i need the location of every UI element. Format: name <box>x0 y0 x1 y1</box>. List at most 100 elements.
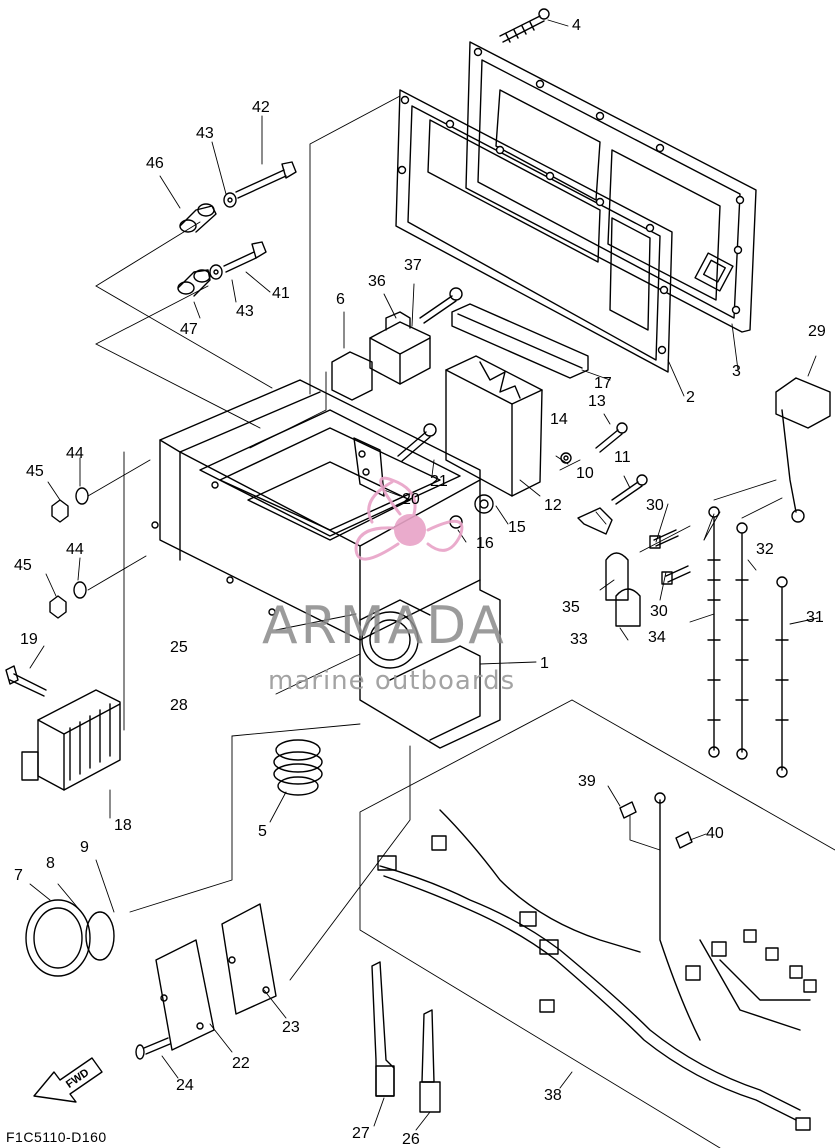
cap-33-35 <box>605 552 641 627</box>
callout-40: 40 <box>706 825 724 842</box>
callout-44: 44 <box>66 445 84 462</box>
battery-cable-29 <box>775 377 831 523</box>
callout-15: 15 <box>508 519 526 536</box>
callout-41: 41 <box>272 285 290 302</box>
callout-11: 11 <box>614 449 631 466</box>
callout-37: 37 <box>404 257 422 274</box>
callout-7: 7 <box>14 867 23 884</box>
rectifier-18 <box>21 689 121 791</box>
band-26 <box>419 1009 441 1113</box>
bolt-19 <box>5 665 47 697</box>
callout-18: 18 <box>114 817 132 834</box>
bolt-42 <box>235 161 297 199</box>
callout-43b: 43 <box>236 303 254 320</box>
leader-lines <box>87 95 835 1148</box>
bracket-part-20 <box>353 437 385 497</box>
callout-9: 9 <box>80 839 89 856</box>
screw-part-37 <box>419 287 463 324</box>
callout-2: 2 <box>686 389 695 406</box>
screw-24 <box>135 1037 171 1060</box>
plate-23 <box>221 903 277 1015</box>
lead-wire-34 <box>707 506 721 758</box>
collar-part-47 <box>177 269 211 297</box>
callout-13: 13 <box>588 393 606 410</box>
nut-45b <box>49 595 67 619</box>
gasket-part <box>395 89 673 373</box>
callout-36: 36 <box>368 273 386 290</box>
callout-33: 33 <box>570 631 588 648</box>
callout-3: 3 <box>732 363 741 380</box>
plate-22 <box>155 939 215 1051</box>
watermark-tagline: marine outboards <box>268 666 516 696</box>
bracket-part-10 <box>577 507 613 535</box>
callout-27: 27 <box>352 1125 370 1142</box>
callout-31: 31 <box>806 609 824 626</box>
cover-part-17 <box>451 303 589 379</box>
band-27 <box>371 961 395 1097</box>
bolt-41 <box>223 241 267 273</box>
wiring-harness-38 <box>377 792 817 1131</box>
diagram-code: F1C5110-D160 <box>6 1129 107 1145</box>
screw-part-4 <box>499 8 550 43</box>
screw-part-11 <box>611 474 648 505</box>
screw-part-13 <box>595 422 628 453</box>
callout-44b: 44 <box>66 541 84 558</box>
callout-35: 35 <box>562 599 580 616</box>
callout-47: 47 <box>180 321 198 338</box>
callout-38: 38 <box>544 1087 562 1104</box>
watermark-propeller-icon <box>354 476 464 561</box>
ecu-module-part <box>445 355 543 497</box>
callout-23: 23 <box>282 1019 300 1036</box>
callout-1: 1 <box>540 655 549 672</box>
callout-20: 20 <box>402 491 420 508</box>
callout-10: 10 <box>576 465 594 482</box>
callout-45: 45 <box>26 463 44 480</box>
callout-32: 32 <box>756 541 774 558</box>
lead-wire-32 <box>735 522 749 760</box>
callout-28: 28 <box>170 697 188 714</box>
callout-12: 12 <box>544 497 562 514</box>
nut-45 <box>51 499 69 523</box>
callout-46: 46 <box>146 155 164 172</box>
watermark-brand: ARMADA <box>262 596 507 656</box>
callout-14: 14 <box>550 411 568 428</box>
callout-17: 17 <box>594 375 612 392</box>
callout-pointers <box>29 19 819 1131</box>
bolt-30 <box>649 529 691 585</box>
callout-6: 6 <box>336 291 345 308</box>
relay-part <box>369 311 431 385</box>
callout-25: 25 <box>170 639 188 656</box>
callout-22: 22 <box>232 1055 250 1072</box>
part-6 <box>331 351 373 401</box>
callout-34: 34 <box>648 629 666 646</box>
callout-30b: 30 <box>650 603 668 620</box>
washer-44 <box>75 487 89 505</box>
callout-5: 5 <box>258 823 267 840</box>
fwd-arrow-icon <box>33 1057 103 1103</box>
callout-4: 4 <box>572 17 581 34</box>
clip-39-40 <box>619 801 693 849</box>
washer-44b <box>73 581 87 599</box>
callout-19: 19 <box>20 631 38 648</box>
bolt-holes <box>397 47 745 355</box>
callout-45b: 45 <box>14 557 32 574</box>
cap-part-7 <box>25 899 115 977</box>
callout-8: 8 <box>46 855 55 872</box>
collar-part-46 <box>179 203 217 233</box>
grommet-5 <box>273 739 323 796</box>
callout-30: 30 <box>646 497 664 514</box>
washer-43b <box>209 264 223 280</box>
washer-43 <box>223 192 237 208</box>
callout-29: 29 <box>808 323 826 340</box>
screw-part-21 <box>397 423 437 462</box>
callout-26: 26 <box>402 1131 420 1148</box>
callout-21: 21 <box>430 473 448 490</box>
callout-39: 39 <box>578 773 596 790</box>
callout-24: 24 <box>176 1077 194 1094</box>
callout-16: 16 <box>476 535 494 552</box>
callout-42: 42 <box>252 99 270 116</box>
callout-43: 43 <box>196 125 214 142</box>
lead-wire-31 <box>775 576 789 778</box>
